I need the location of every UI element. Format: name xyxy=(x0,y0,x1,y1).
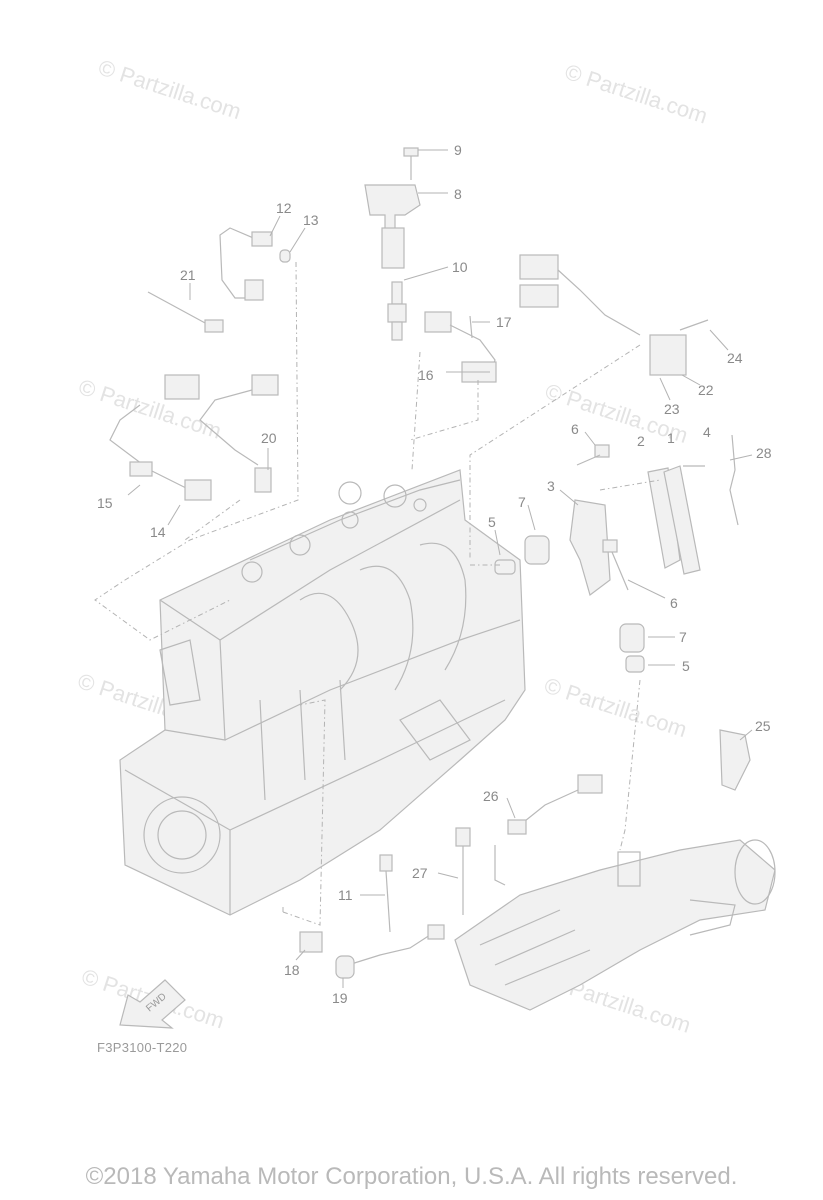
callout-4: 4 xyxy=(703,424,711,440)
callout-27: 27 xyxy=(412,865,428,881)
callout-2: 2 xyxy=(637,433,645,449)
sensor-19 xyxy=(335,924,445,979)
callout-10: 10 xyxy=(452,259,468,275)
sensor-22 xyxy=(519,254,709,376)
callout-15: 15 xyxy=(97,495,113,511)
bracket-3 xyxy=(569,499,611,597)
clip-25 xyxy=(719,729,751,791)
callout-3: 3 xyxy=(547,478,555,494)
callout-8: 8 xyxy=(454,186,462,202)
exhaust-manifold xyxy=(454,839,776,1011)
callout-6b: 6 xyxy=(670,595,678,611)
sensors-left xyxy=(109,374,279,501)
callout-1: 1 xyxy=(667,430,675,446)
sensor-12 xyxy=(219,227,291,301)
callout-5a: 5 xyxy=(488,514,496,530)
watermark: © Partzilla.com xyxy=(76,374,225,444)
watermark: © Partzilla.com xyxy=(95,55,244,125)
callout-13: 13 xyxy=(303,212,319,228)
copyright-notice: ©2018 Yamaha Motor Corporation, U.S.A. A… xyxy=(85,1163,738,1190)
fwd-arrow: FWD xyxy=(119,979,186,1029)
callouts: 1 2 3 4 5 5 6 6 7 7 8 9 10 11 12 13 14 1… xyxy=(97,142,772,1006)
callout-28: 28 xyxy=(756,445,772,461)
spark-plug xyxy=(387,281,407,341)
callout-7b: 7 xyxy=(679,629,687,645)
sensor-18 xyxy=(299,931,323,953)
leader-lines xyxy=(94,149,753,988)
wire-28 xyxy=(729,434,739,526)
rod-21 xyxy=(147,291,224,333)
grommets xyxy=(494,535,645,673)
diagram-code: F3P3100-T220 xyxy=(97,1040,188,1055)
bolt-9 xyxy=(403,147,419,180)
callout-12: 12 xyxy=(276,200,292,216)
bolts xyxy=(576,444,705,591)
callout-24: 24 xyxy=(727,350,743,366)
engine-block xyxy=(119,469,526,916)
watermark: © Partzilla.com xyxy=(541,673,690,743)
callout-7a: 7 xyxy=(518,494,526,510)
callout-9: 9 xyxy=(454,142,462,158)
callout-23: 23 xyxy=(664,401,680,417)
callout-19: 19 xyxy=(332,990,348,1006)
ignition-coil xyxy=(364,184,421,269)
callout-11: 11 xyxy=(338,887,353,903)
callout-22: 22 xyxy=(698,382,714,398)
callout-18: 18 xyxy=(284,962,300,978)
callout-25: 25 xyxy=(755,718,771,734)
callout-5b: 5 xyxy=(682,658,690,674)
gaskets xyxy=(647,465,701,575)
watermark: © Partzilla.com xyxy=(562,59,711,129)
sensor-26 xyxy=(494,774,603,886)
callout-20: 20 xyxy=(261,430,277,446)
cable-ties xyxy=(379,827,471,933)
callout-21: 21 xyxy=(180,267,196,283)
callout-16: 16 xyxy=(418,367,434,383)
callout-14: 14 xyxy=(150,524,166,540)
callout-26: 26 xyxy=(483,788,499,804)
callout-17: 17 xyxy=(496,314,512,330)
callout-6a: 6 xyxy=(571,421,579,437)
